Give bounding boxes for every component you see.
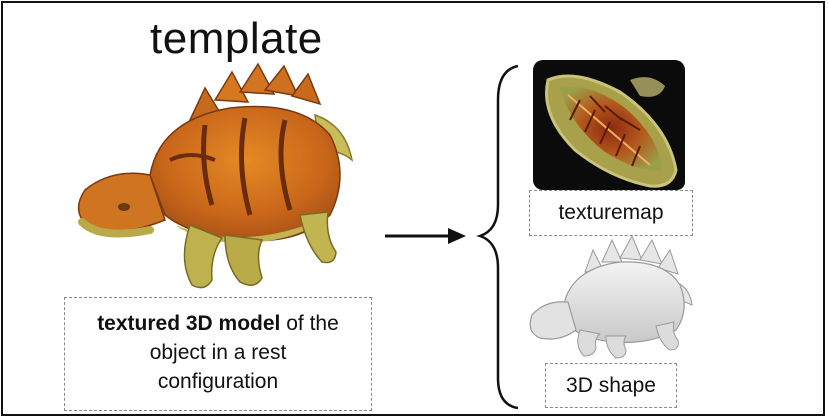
left-caption-line3: configuration [65, 367, 371, 396]
texturemap-label: texturemap [529, 190, 693, 236]
caption-line1-rest: of the [280, 312, 338, 335]
3d-shape-image [530, 236, 692, 358]
left-caption-box: textured 3D model of the object in a res… [64, 297, 372, 411]
texturemap-image [533, 60, 685, 190]
textured-dinosaur-image [79, 64, 352, 288]
3d-shape-label: 3D shape [545, 363, 677, 408]
arrow [385, 228, 466, 244]
bold-caption-text: textured 3D model [97, 312, 280, 335]
curly-brace [480, 66, 518, 408]
left-caption-line2: object in a rest [65, 338, 371, 367]
left-caption-line1: textured 3D model of the [65, 309, 371, 338]
